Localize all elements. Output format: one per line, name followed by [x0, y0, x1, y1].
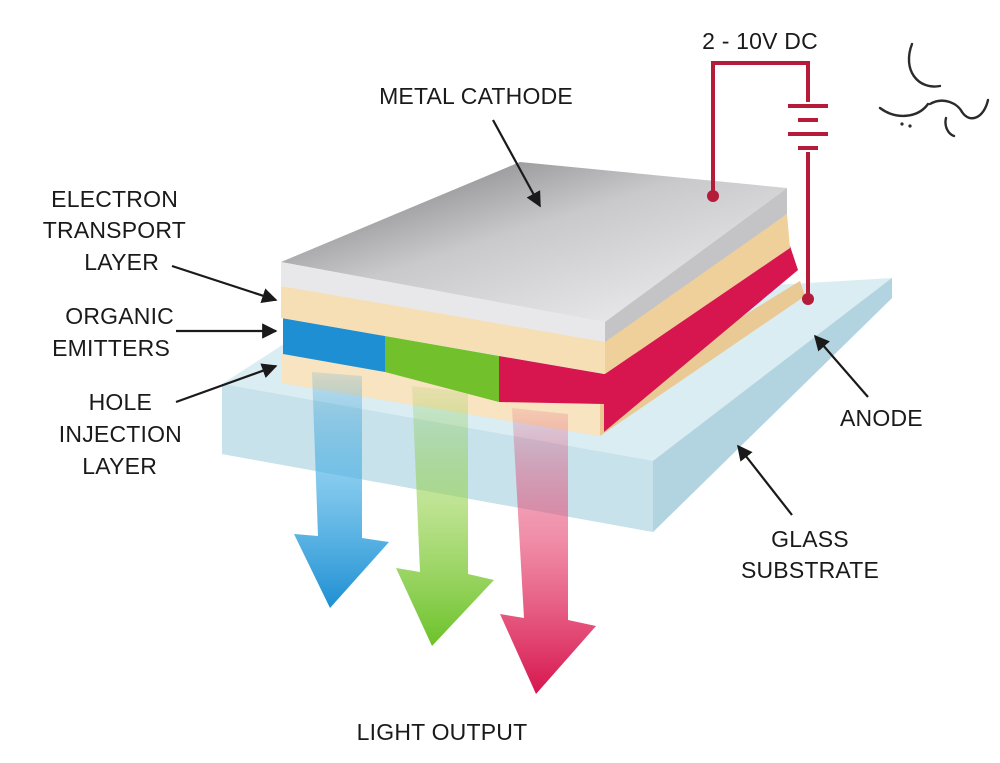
blue-light-arrow — [294, 372, 389, 608]
electron-transport-layer — [281, 214, 790, 374]
label-voltage: 2 - 10V DC — [702, 28, 818, 54]
emitter-red — [499, 356, 604, 404]
pointer-electron-transport — [171, 264, 278, 304]
pointer-anode — [813, 334, 869, 398]
light-output-arrows — [294, 372, 596, 694]
label-hole-injection-2: INJECTION — [59, 421, 182, 447]
label-electron-transport-2: TRANSPORT — [43, 217, 186, 243]
cathode-terminal — [707, 190, 719, 202]
label-hole-injection-1: HOLE — [89, 389, 152, 415]
organic-emitters — [283, 246, 798, 432]
pointer-hole-injection — [175, 363, 278, 404]
red-light-arrow — [500, 408, 596, 694]
green-light-arrow — [396, 386, 494, 646]
watermark-logo — [878, 42, 990, 138]
pointer-metal-cathode — [492, 119, 541, 208]
emitter-red-side — [604, 246, 798, 432]
emitter-green — [385, 336, 499, 402]
label-organic-emitters-1: ORGANIC — [65, 303, 174, 329]
label-glass-substrate-2: SUBSTRATE — [741, 557, 879, 583]
metal-cathode — [281, 162, 787, 342]
label-light-output: LIGHT OUTPUT — [357, 719, 528, 745]
label-anode: ANODE — [840, 405, 923, 431]
label-electron-transport-1: ELECTRON — [51, 186, 178, 212]
label-glass-substrate-1: GLASS — [771, 526, 849, 552]
dc-circuit — [711, 61, 828, 299]
label-electron-transport-3: LAYER — [84, 249, 159, 275]
label-metal-cathode: METAL CATHODE — [379, 83, 573, 109]
label-organic-emitters-2: EMITTERS — [52, 335, 170, 361]
anode-terminal — [802, 293, 814, 305]
label-pointers — [171, 119, 869, 516]
label-hole-injection-3: LAYER — [82, 453, 157, 479]
pointer-glass-substrate — [737, 444, 793, 516]
